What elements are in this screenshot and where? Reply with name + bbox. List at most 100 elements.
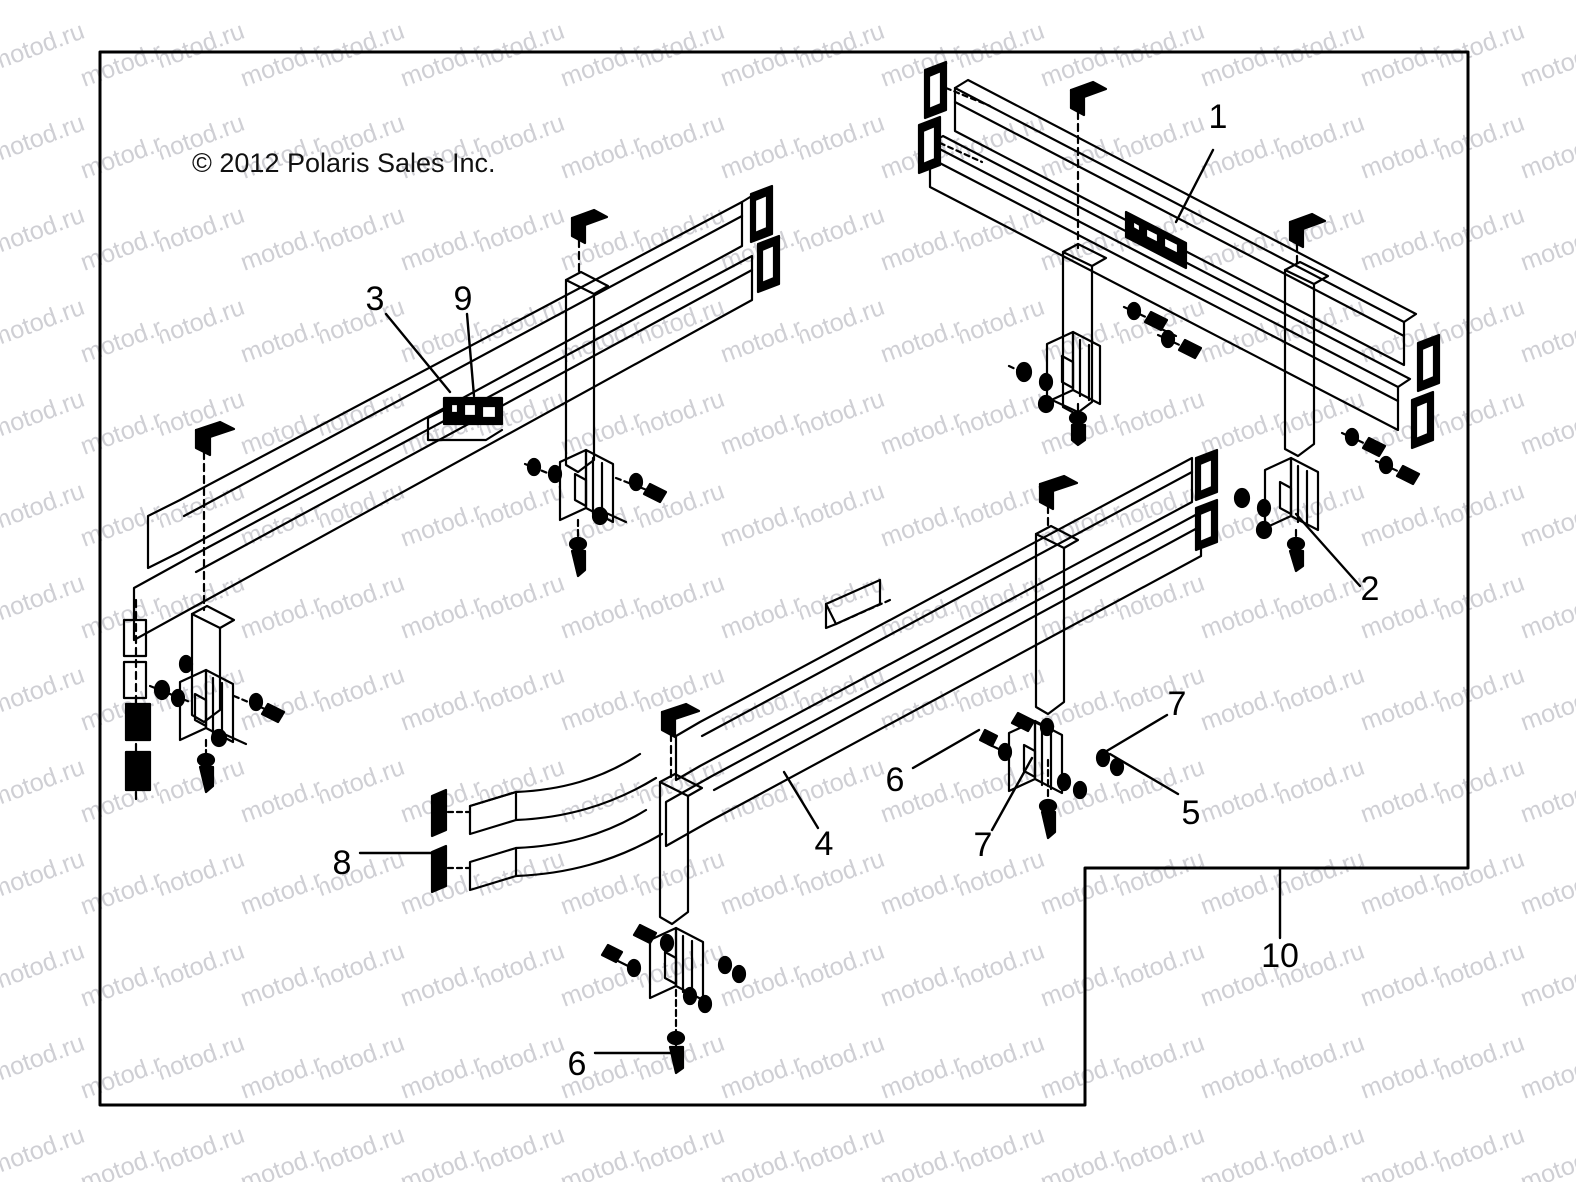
rail-edge (468, 790, 518, 808)
nut (1160, 329, 1176, 349)
bracket-assembly-lower-left (600, 923, 747, 1075)
nut (210, 728, 228, 748)
decal-glyph (449, 402, 460, 415)
support-post (658, 780, 690, 926)
callout-9: 9 (454, 280, 473, 318)
callout-10: 10 (1261, 937, 1299, 975)
upper-right-rail-assembly (917, 60, 1441, 458)
callout-5: 5 (1182, 794, 1201, 832)
leader-1 (1174, 148, 1215, 224)
nut (1378, 455, 1394, 475)
callout-6a: 6 (886, 761, 905, 799)
bracket-assembly-upper-left (523, 448, 668, 578)
bolt-head (632, 923, 658, 945)
nut (1039, 717, 1055, 737)
bracket-face (1071, 330, 1102, 406)
end-cap-inner (1198, 457, 1214, 494)
assembly-dash (944, 86, 992, 108)
nut (997, 742, 1013, 762)
nut (1233, 487, 1251, 509)
rail-curve (514, 776, 658, 822)
clip-dash (834, 598, 892, 626)
end-cap-inner (921, 124, 937, 166)
nut (1095, 748, 1111, 768)
bolt (1070, 423, 1087, 447)
support-post (1034, 532, 1066, 716)
callout-8: 8 (333, 844, 352, 882)
rail-tube-bottom (664, 510, 1203, 848)
bracket-assembly-left (148, 654, 286, 794)
nut (178, 654, 194, 674)
bracket-plate (558, 448, 588, 522)
leader-7a (1103, 713, 1169, 754)
copyright-notice: © 2012 Polaris Sales Inc. (192, 148, 496, 178)
bolt-head (642, 482, 668, 504)
rail-curve (514, 832, 664, 878)
support-post (1061, 250, 1094, 416)
end-cap-inner (1198, 507, 1214, 544)
leader-2 (1294, 512, 1362, 588)
decal-glyph (462, 402, 478, 418)
callout-2: 2 (1361, 570, 1380, 608)
nut (1038, 798, 1058, 814)
nut (717, 955, 733, 975)
nut (196, 752, 216, 768)
rail-highlight (182, 214, 744, 518)
bracket-assembly-upper-right (1007, 301, 1203, 447)
rail-highlight (712, 524, 1203, 792)
nut (1255, 520, 1273, 540)
end-cap-inner (1420, 342, 1436, 384)
rail-curve (514, 752, 642, 794)
nut (697, 994, 713, 1014)
bracket-plate (1007, 719, 1037, 793)
leader-6a (911, 728, 981, 770)
nut (1068, 410, 1088, 426)
bolt-head (1361, 436, 1387, 458)
decal-glyph (480, 404, 498, 420)
nut (1037, 394, 1055, 414)
support-post (1283, 268, 1316, 458)
nut (1256, 498, 1272, 518)
rail-tube-top (674, 456, 1194, 782)
nut (659, 933, 675, 953)
bolt-head (1177, 338, 1203, 360)
end-cap-inner (753, 193, 769, 235)
rail-highlight (953, 100, 1406, 338)
rail-tube-top (953, 86, 1406, 367)
callout-6b: 6 (568, 1045, 587, 1083)
nut (731, 964, 747, 984)
nut (682, 986, 698, 1006)
bracket-slot (663, 950, 678, 986)
leader-9 (465, 312, 476, 398)
bracket-plate (1045, 330, 1075, 404)
leader-4 (782, 770, 820, 830)
nut (1126, 301, 1142, 321)
nut (666, 1030, 686, 1046)
rail-curved-end (468, 846, 518, 892)
rail-curve (514, 808, 648, 850)
nut (626, 958, 642, 978)
end-cap-inner (1414, 399, 1430, 441)
bolt-head (260, 702, 286, 724)
leader-7b (990, 756, 1034, 832)
callout-1: 1 (1209, 98, 1228, 136)
nut (591, 506, 609, 526)
callout-3: 3 (366, 280, 385, 318)
end-cap (430, 788, 448, 838)
bracket-assembly-lower-right (978, 711, 1125, 840)
nut (1344, 427, 1360, 447)
end-cap (124, 702, 152, 742)
callout-7a: 7 (1168, 685, 1187, 723)
callout-4: 4 (815, 825, 834, 863)
bolt (198, 765, 215, 794)
leader-lines (358, 148, 1362, 1055)
nut (1056, 772, 1072, 792)
rail-tube-bottom (132, 254, 754, 642)
rail-tube-bottom (928, 142, 1400, 432)
rail-highlight (700, 470, 1194, 738)
hardware-axis (1050, 398, 1080, 414)
bolt (1288, 549, 1305, 573)
